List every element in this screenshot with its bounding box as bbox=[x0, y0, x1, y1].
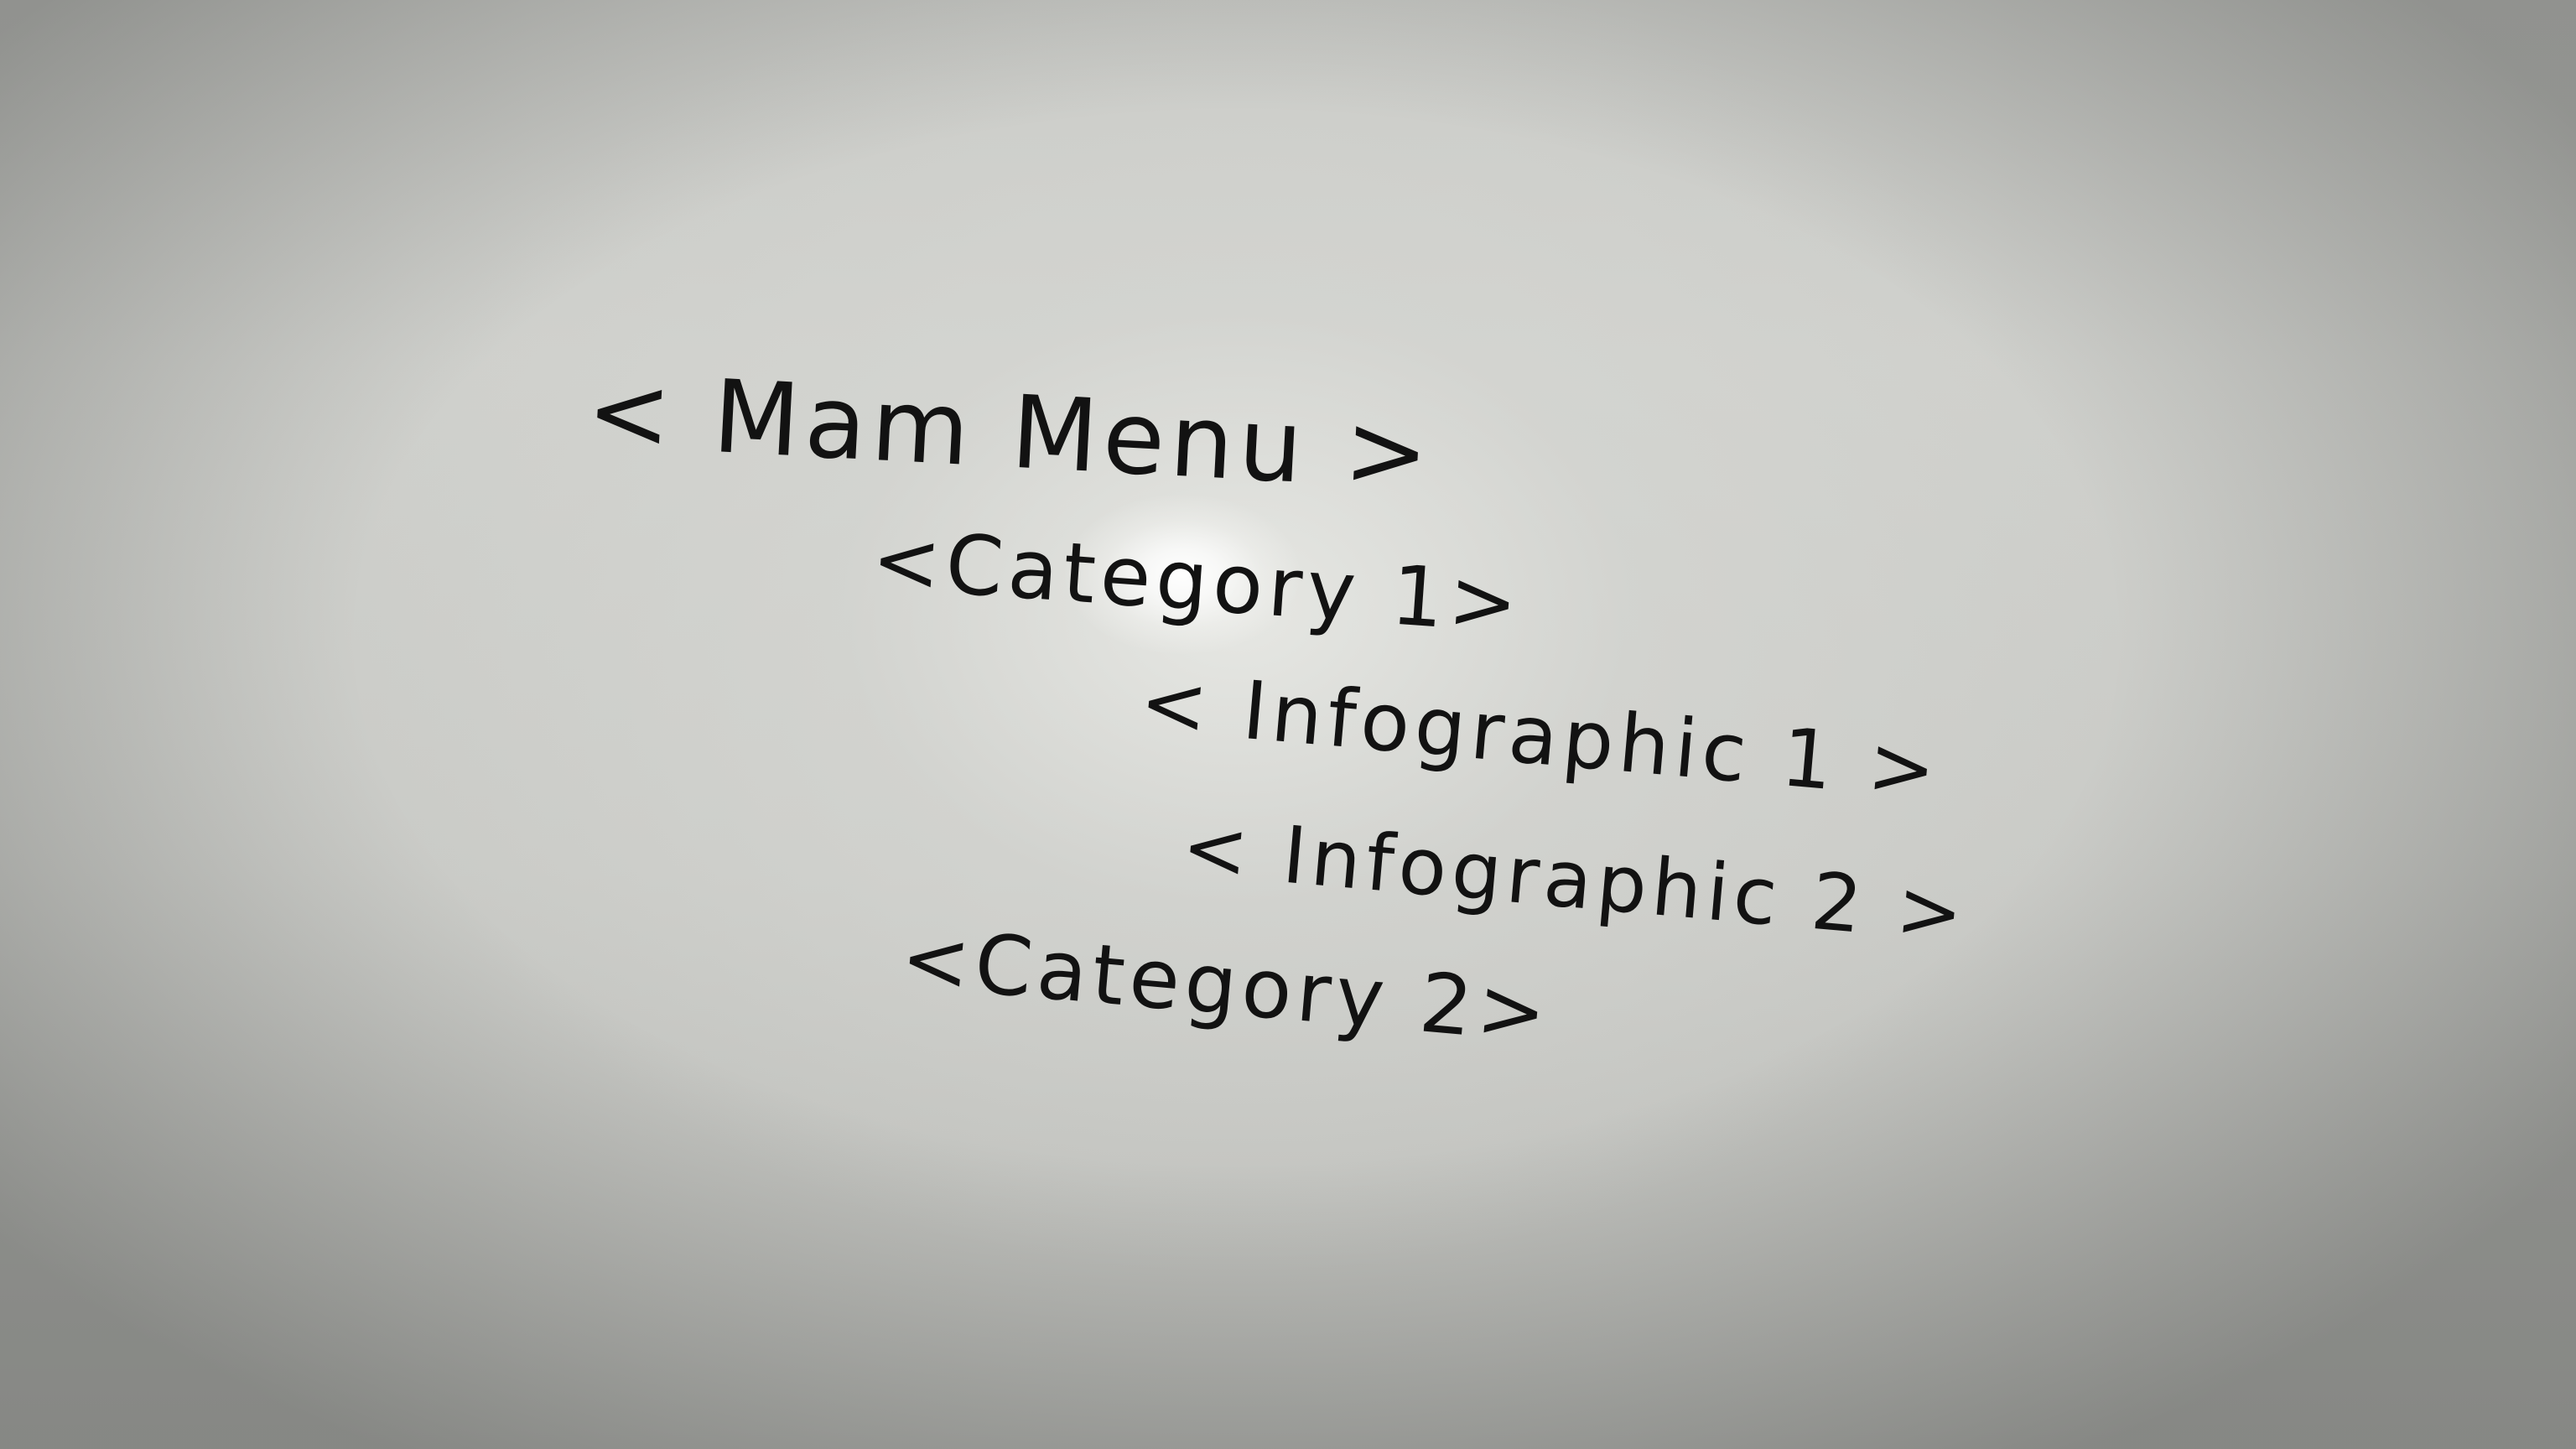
handwritten-category-1: <Category 1> bbox=[869, 512, 1526, 653]
handwritten-main-menu: < Mam Menu > bbox=[584, 352, 1437, 513]
handwritten-infographic-2: < Infographic 2 > bbox=[1178, 801, 1972, 961]
handwritten-category-2: <Category 2> bbox=[897, 910, 1555, 1062]
handwritten-infographic-1: < Infographic 1 > bbox=[1136, 654, 1945, 818]
